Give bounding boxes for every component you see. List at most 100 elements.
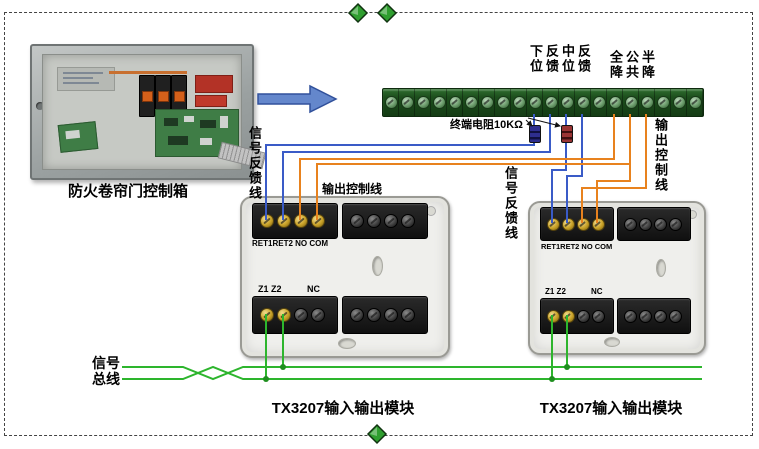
wire-orange-segment bbox=[645, 114, 647, 188]
terminal-screw bbox=[576, 95, 590, 109]
module2-z-terminals-label: Z1 Z2 bbox=[545, 287, 566, 296]
terminal-screw bbox=[668, 309, 682, 323]
wire-blue-segment bbox=[566, 175, 583, 177]
wire-blue-segment bbox=[282, 151, 551, 153]
terminal-screw bbox=[688, 95, 702, 109]
mounting-slot bbox=[338, 338, 356, 349]
terminal-screw bbox=[624, 95, 638, 109]
terminal-screw bbox=[367, 308, 381, 322]
terminal-screw bbox=[653, 217, 667, 231]
terminal-screw bbox=[260, 308, 274, 322]
terminal-screw bbox=[623, 217, 637, 231]
wire-blue-segment bbox=[551, 170, 553, 223]
module1-output-control-label: 输出控制线 bbox=[322, 182, 383, 196]
terminal-screw bbox=[260, 214, 274, 228]
wire-green-segment bbox=[282, 314, 284, 368]
circuit-breaker bbox=[139, 75, 155, 117]
plate-marking bbox=[63, 82, 99, 84]
wire-blue-segment bbox=[551, 169, 567, 171]
termination-resistor bbox=[561, 125, 573, 143]
fire-shutter-control-box bbox=[30, 44, 267, 180]
terminal-screw bbox=[608, 95, 622, 109]
terminal-screw bbox=[400, 95, 414, 109]
bus-junction-dot bbox=[280, 364, 286, 370]
pcb-chip bbox=[220, 116, 228, 128]
mounting-slot bbox=[372, 256, 383, 276]
terminal-screw bbox=[560, 95, 574, 109]
terminal-screw bbox=[576, 217, 590, 231]
wire-blue-segment bbox=[282, 152, 284, 220]
plate-marking bbox=[63, 72, 103, 74]
mounting-slot bbox=[656, 259, 666, 277]
module1-terminal-row-label: RET1RET2 NO COM bbox=[252, 239, 329, 248]
bus-junction-dot bbox=[549, 376, 555, 382]
wire-green-segment bbox=[566, 315, 568, 368]
wire-orange-segment bbox=[316, 163, 631, 165]
terminal-screw bbox=[512, 95, 526, 109]
label-common: 公共 bbox=[624, 50, 639, 80]
mounting-slot bbox=[604, 337, 620, 347]
label-full-down: 全降 bbox=[608, 50, 623, 80]
wire-orange-segment bbox=[613, 114, 615, 159]
terminal-screw bbox=[277, 214, 291, 228]
zoom-arrow-icon bbox=[257, 84, 338, 114]
signal-bus-label-bottom: 总线 bbox=[92, 371, 120, 387]
terminal-screw bbox=[640, 95, 654, 109]
pcb-chip bbox=[200, 138, 212, 145]
terminal-screw bbox=[384, 308, 398, 322]
terminal-screw bbox=[384, 214, 398, 228]
terminal-screw bbox=[432, 95, 446, 109]
resistor-leader-arrows bbox=[525, 117, 561, 128]
label-half-down: 半降 bbox=[640, 50, 655, 80]
terminal-screw bbox=[638, 309, 652, 323]
terminal-screw bbox=[653, 309, 667, 323]
module2-caption: TX3207输入输出模块 bbox=[539, 400, 683, 417]
termination-resistor bbox=[529, 125, 541, 143]
wire-green-segment bbox=[551, 315, 553, 380]
terminal-screw bbox=[480, 95, 494, 109]
wire-orange-segment bbox=[316, 164, 318, 220]
module1-signal-feedback-label: 信号反馈线 bbox=[247, 126, 262, 201]
cabinet-lock bbox=[36, 102, 44, 110]
wire-blue-segment bbox=[265, 144, 535, 146]
terminal-screw bbox=[672, 95, 686, 109]
control-box-panel bbox=[42, 54, 267, 170]
bus-junction-dot bbox=[263, 376, 269, 382]
pcb-chip bbox=[164, 118, 178, 126]
terminal-screw bbox=[401, 214, 415, 228]
wire-blue-segment bbox=[265, 145, 267, 220]
terminal-screw bbox=[350, 214, 364, 228]
terminal-screw bbox=[416, 95, 430, 109]
wire-blue-segment bbox=[549, 114, 551, 152]
terminal-screw bbox=[561, 309, 575, 323]
terminal-screw bbox=[311, 308, 325, 322]
terminal-screw bbox=[656, 95, 670, 109]
terminal-screw bbox=[668, 217, 682, 231]
diamond-icon bbox=[347, 2, 369, 24]
terminal-screw bbox=[638, 217, 652, 231]
terminal-block-red bbox=[195, 95, 227, 107]
signal-bus-label-top: 信号 bbox=[92, 355, 120, 371]
pcb-chip bbox=[184, 116, 194, 122]
wire-orange-segment bbox=[299, 158, 615, 160]
terminal-block-red bbox=[195, 75, 233, 93]
module2-nc-label: NC bbox=[591, 287, 603, 296]
terminal-screw bbox=[294, 308, 308, 322]
diamond-icon bbox=[376, 2, 398, 24]
terminal-screw bbox=[350, 308, 364, 322]
wire-orange-segment bbox=[596, 181, 598, 223]
wire-orange-segment bbox=[299, 159, 301, 220]
terminal-screw bbox=[464, 95, 478, 109]
pcb-chip bbox=[200, 120, 216, 128]
label-plate bbox=[57, 67, 115, 91]
terminal-screw bbox=[496, 95, 510, 109]
terminal-screw bbox=[277, 308, 291, 322]
label-middle-feedback: 中位反馈 bbox=[560, 44, 591, 74]
module1-caption: TX3207输入输出模块 bbox=[271, 400, 415, 417]
wire-blue-segment bbox=[566, 176, 568, 223]
module2-signal-feedback-label: 信号反馈线 bbox=[503, 166, 518, 241]
